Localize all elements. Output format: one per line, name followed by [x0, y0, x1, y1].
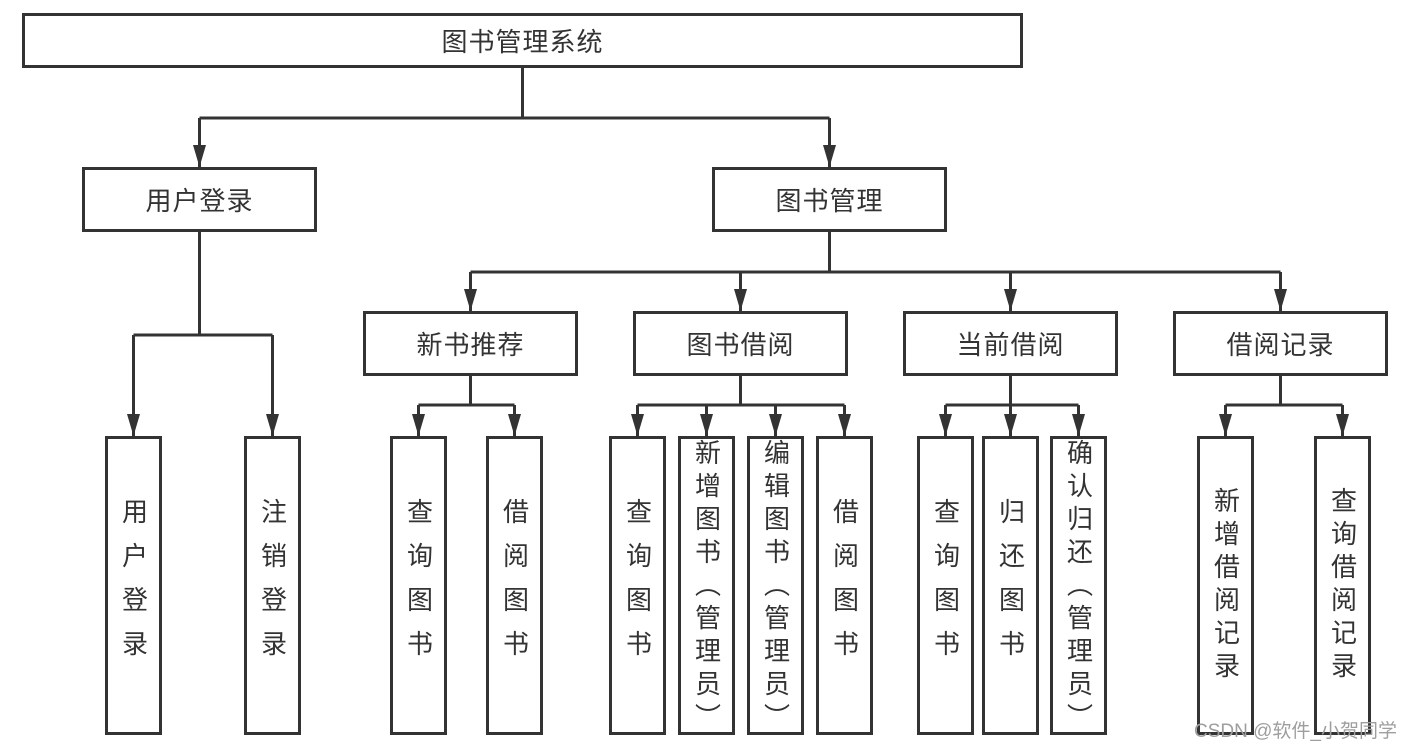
edges-current-borrowing	[939, 376, 1085, 436]
leaf-recommend-borrow-books-label: 借阅图书	[499, 497, 530, 674]
node-book-management-label: 图书管理	[775, 186, 884, 216]
node-borrowing-records-label: 借阅记录	[1226, 330, 1335, 360]
leaf-logout: 注销登录	[244, 436, 301, 735]
edges-borrowing-records	[1219, 376, 1349, 436]
leaf-current-query-books-label: 查询图书	[930, 497, 961, 674]
node-borrowing-records: 借阅记录	[1173, 311, 1388, 376]
leaf-add-books-admin: 新增图书（管理员）	[678, 436, 735, 736]
leaf-add-borrow-record-label: 新增借阅记录	[1210, 486, 1241, 685]
node-user-login-label: 用户登录	[145, 186, 254, 216]
leaf-current-query-books: 查询图书	[917, 436, 974, 735]
leaf-edit-books-admin: 编辑图书（管理员）	[747, 436, 804, 736]
leaf-confirm-return-admin: 确认归还（管理员）	[1050, 436, 1107, 736]
node-current-borrowing: 当前借阅	[903, 311, 1118, 376]
node-new-book-recommend-label: 新书推荐	[416, 330, 525, 360]
edges-book-borrowing	[631, 376, 851, 436]
edges-user-login	[127, 232, 279, 436]
node-library-system-label: 图书管理系统	[441, 27, 604, 57]
leaf-borrowing-borrow-books-label: 借阅图书	[829, 497, 860, 674]
edges-new-book-recommend	[412, 376, 521, 436]
leaf-add-borrow-record: 新增借阅记录	[1197, 436, 1254, 735]
node-book-management: 图书管理	[712, 167, 947, 232]
node-new-book-recommend: 新书推荐	[363, 311, 578, 376]
node-book-borrowing: 图书借阅	[633, 311, 848, 376]
leaf-recommend-query-books: 查询图书	[390, 436, 447, 735]
leaf-user-login: 用户登录	[105, 436, 162, 735]
leaf-logout-label: 注销登录	[257, 497, 288, 674]
node-book-borrowing-label: 图书借阅	[686, 330, 795, 360]
leaf-borrowing-query-books: 查询图书	[609, 436, 666, 735]
edges-book-management	[464, 232, 1287, 311]
edges-root	[193, 68, 836, 167]
leaf-borrowing-borrow-books: 借阅图书	[816, 436, 873, 735]
leaf-add-books-admin-label: 新增图书（管理员）	[691, 439, 722, 736]
node-library-system: 图书管理系统	[22, 13, 1023, 68]
leaf-return-books-label: 归还图书	[995, 497, 1026, 674]
leaf-query-borrow-record: 查询借阅记录	[1314, 436, 1371, 735]
node-user-login: 用户登录	[82, 167, 317, 232]
csdn-watermark: CSDN @软件_小贺同学	[1194, 721, 1397, 742]
leaf-user-login-label: 用户登录	[118, 497, 149, 674]
leaf-return-books: 归还图书	[982, 436, 1039, 735]
leaf-query-borrow-record-label: 查询借阅记录	[1327, 486, 1358, 685]
leaf-recommend-query-books-label: 查询图书	[403, 497, 434, 674]
node-current-borrowing-label: 当前借阅	[956, 330, 1065, 360]
leaf-confirm-return-admin-label: 确认归还（管理员）	[1063, 439, 1094, 736]
leaf-recommend-borrow-books: 借阅图书	[486, 436, 543, 735]
leaf-edit-books-admin-label: 编辑图书（管理员）	[760, 439, 791, 736]
leaf-borrowing-query-books-label: 查询图书	[622, 497, 653, 674]
